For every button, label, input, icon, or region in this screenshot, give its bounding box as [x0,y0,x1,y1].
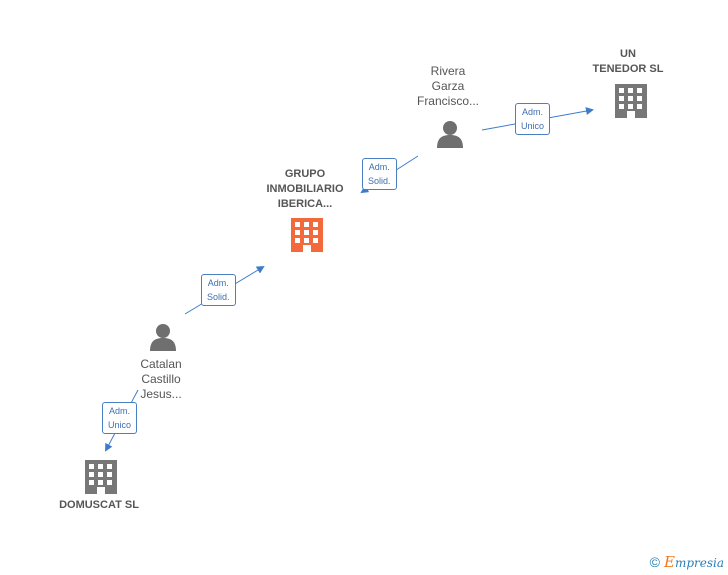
edge-label-line: Adm. [368,162,390,172]
edge-label-catalan-domuscat[interactable]: Adm. Unico [102,402,138,434]
edge-label-line: Solid. [368,176,391,186]
node-label-un-tenedor[interactable]: UN TENEDOR SL [583,47,673,77]
person-icon[interactable] [437,121,463,148]
node-label-rivera[interactable]: Rivera Garza Francisco... [407,64,489,109]
edge-label-rivera-grupo[interactable]: Adm. Solid. [362,158,397,190]
node-label-line: UN [620,48,636,60]
person-icon[interactable] [150,324,176,351]
node-label-line: GRUPO [284,168,326,180]
node-label-line: Catalan [140,357,182,371]
node-label-line: Garza [431,79,465,93]
node-label-line: Jesus... [140,387,182,401]
node-label-line: Rivera [430,64,466,78]
edge-label-line: Unico [521,121,545,131]
edge-label-line: Adm. [207,278,229,288]
copyright-icon: © [649,554,660,570]
edge-label-line: Adm. [522,107,544,117]
edge-label-line: Solid. [207,292,230,302]
node-label-line: Francisco... [416,94,479,108]
node-label-line: INMOBILIARIO [266,183,344,195]
node-label-line: TENEDOR SL [592,63,664,75]
building-icon[interactable] [615,84,647,118]
building-icon[interactable] [85,460,117,494]
edge-label-catalan-grupo[interactable]: Adm. Solid. [201,274,236,306]
edge-label-line: Adm. [109,406,131,416]
node-label-grupo[interactable]: GRUPO INMOBILIARIO IBERICA... [255,167,355,212]
node-label-line: IBERICA... [277,198,333,210]
brand-name: mpresia [674,556,724,570]
edge-label-line: Unico [108,420,132,430]
node-label-domuscat[interactable]: DOMUSCAT SL [49,498,149,513]
edge-label-rivera-un-tenedor[interactable]: Adm. Unico [515,103,551,135]
brand-initial: E [663,553,675,571]
building-icon-highlighted[interactable] [291,218,323,252]
footer-brand: ©Empresia [650,553,724,571]
node-label-line: Castillo [141,372,181,386]
node-label-catalan[interactable]: Catalan Castillo Jesus... [121,357,201,402]
node-label-line: DOMUSCAT SL [59,499,139,511]
